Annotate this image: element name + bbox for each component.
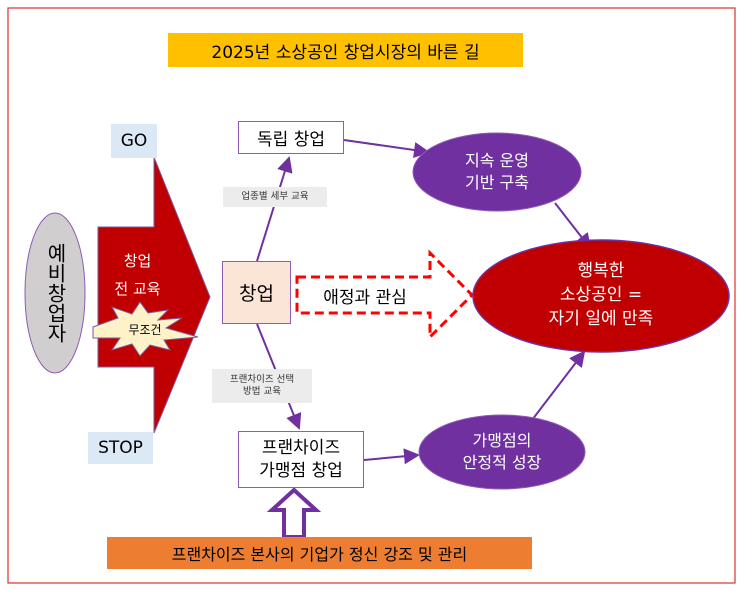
- stable-line: 안정적 성장: [462, 453, 542, 472]
- industry-edu-label: 업종별 세부 교육: [223, 187, 327, 207]
- mandatory-starburst: [92, 301, 199, 357]
- arrow-stable-to-happy: [531, 350, 586, 421]
- outer-border: [7, 7, 736, 584]
- up-hollow-arrow: [266, 487, 322, 539]
- happy-line: 소상공인 =: [559, 285, 643, 306]
- arrow-to-sustain: [343, 139, 430, 158]
- franchise-line: 가맹점 창업: [259, 460, 343, 481]
- franchise-edu-line: 방법 교육: [243, 386, 281, 397]
- sustain-ellipse: [412, 132, 582, 212]
- prospective-ellipse: [24, 212, 86, 374]
- education-arrow: [97, 156, 211, 434]
- happy-line: 자기 일에 만족: [548, 308, 654, 329]
- hq-banner: 프랜차이즈 본사의 기업가 정신 강조 및 관리: [107, 537, 532, 569]
- affection-dashed-arrow: [295, 249, 475, 341]
- affection-label: 애정과 관심: [323, 287, 407, 308]
- pre-education-line: 전 교육: [114, 280, 161, 298]
- independent-box: 독립 창업: [238, 121, 344, 154]
- prospective-label: 예비창업자: [43, 243, 68, 343]
- startup-box: 창업: [222, 261, 291, 324]
- sustain-line: 기반 구축: [465, 173, 529, 192]
- franchise-edu-line: 프랜차이즈 선택: [229, 373, 295, 385]
- stable-line: 가맹점의: [472, 430, 532, 450]
- happy-ellipse: [472, 239, 730, 353]
- pre-education-line: 창업: [123, 251, 152, 270]
- mandatory-label: 무조건: [128, 322, 162, 337]
- franchise-line: 프랜차이즈: [261, 437, 341, 458]
- arrow-to-stable: [363, 448, 420, 465]
- stop-label: STOP: [88, 432, 153, 464]
- title: 2025년 소상공인 창업시장의 바른 길: [168, 33, 523, 67]
- arrow-to-independent: [256, 156, 293, 262]
- sustain-line: 지속 운영: [465, 150, 529, 170]
- go-label: GO: [111, 124, 157, 158]
- stable-ellipse: [418, 414, 586, 490]
- happy-line: 행복한: [577, 261, 625, 282]
